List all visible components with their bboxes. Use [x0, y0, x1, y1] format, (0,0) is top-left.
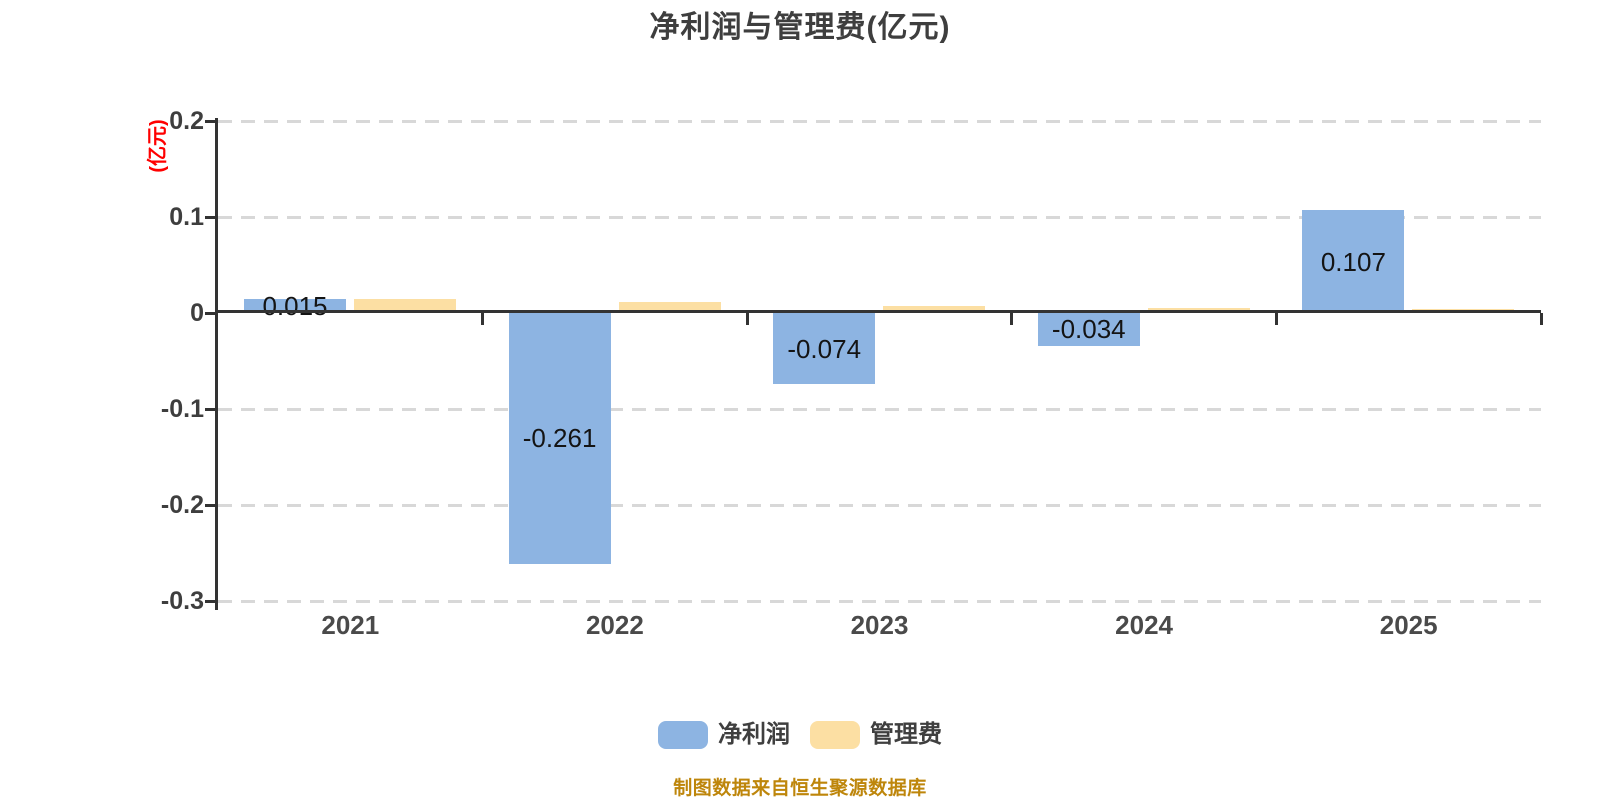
bar-net-profit-2023: [773, 313, 876, 385]
y-tick-label: -0.2: [160, 491, 204, 519]
x-tick-label-2022: 2022: [585, 610, 644, 640]
gridline-0.1: [218, 215, 1541, 219]
bar-value-label: -0.074: [787, 333, 862, 364]
gridline--0.3: [218, 599, 1541, 603]
legend-item-1: 管理费: [810, 721, 942, 749]
bar-mgmt-fee-2022: [618, 302, 721, 313]
y-axis-tick: [205, 599, 217, 603]
x-axis-tick: [1539, 313, 1543, 325]
bar-value-label: 0.107: [1320, 246, 1386, 277]
legend: 净利润 管理费: [0, 720, 1600, 750]
x-tick-label-2023: 2023: [850, 610, 909, 640]
legend-swatch-0: [658, 721, 708, 749]
zero-axis-line: [215, 310, 1541, 313]
y-axis-line: [215, 118, 218, 610]
legend-label-0: 净利润: [718, 721, 790, 748]
bar-net-profit-2021: [244, 298, 346, 313]
x-axis-tick: [1010, 313, 1014, 325]
bar-value-label: 0.015: [262, 290, 328, 321]
x-axis-tick: [745, 313, 749, 325]
bar-net-profit-2024: [1037, 313, 1140, 346]
legend-label-1: 管理费: [870, 721, 942, 748]
x-axis-tick: [481, 313, 485, 325]
gridline--0.2: [218, 503, 1541, 507]
y-axis-tick: [205, 503, 217, 507]
x-tick-label-2025: 2025: [1379, 610, 1438, 640]
gridline-0.2: [218, 119, 1541, 123]
y-axis-tick: [205, 119, 217, 123]
bar-net-profit-2025: [1302, 210, 1405, 313]
y-axis-tick: [205, 407, 217, 411]
legend-item-0: 净利润: [658, 721, 790, 749]
x-tick-label-2021: 2021: [321, 610, 380, 640]
y-tick-label: 0.1: [169, 203, 204, 231]
y-tick-label: -0.3: [160, 587, 204, 615]
y-axis-tick: [205, 215, 217, 219]
bar-mgmt-fee-2023: [883, 306, 986, 313]
y-tick-label: -0.1: [160, 395, 204, 423]
chart-title: 净利润与管理费(亿元): [649, 11, 951, 44]
bar-net-profit-2022: [508, 313, 611, 564]
gridline--0.1: [218, 407, 1541, 411]
x-axis-tick: [1274, 313, 1278, 325]
y-tick-label: 0.2: [169, 107, 204, 135]
y-axis-tick: [205, 311, 217, 315]
bar-value-label: -0.261: [522, 423, 597, 454]
legend-swatch-1: [810, 721, 860, 749]
bar-value-label: -0.034: [1051, 314, 1126, 345]
bar-mgmt-fee-2021: [354, 298, 456, 313]
y-tick-label: 0: [190, 299, 204, 327]
x-tick-label-2024: 2024: [1115, 610, 1174, 640]
source-note: 制图数据来自恒生聚源数据库: [673, 778, 927, 799]
